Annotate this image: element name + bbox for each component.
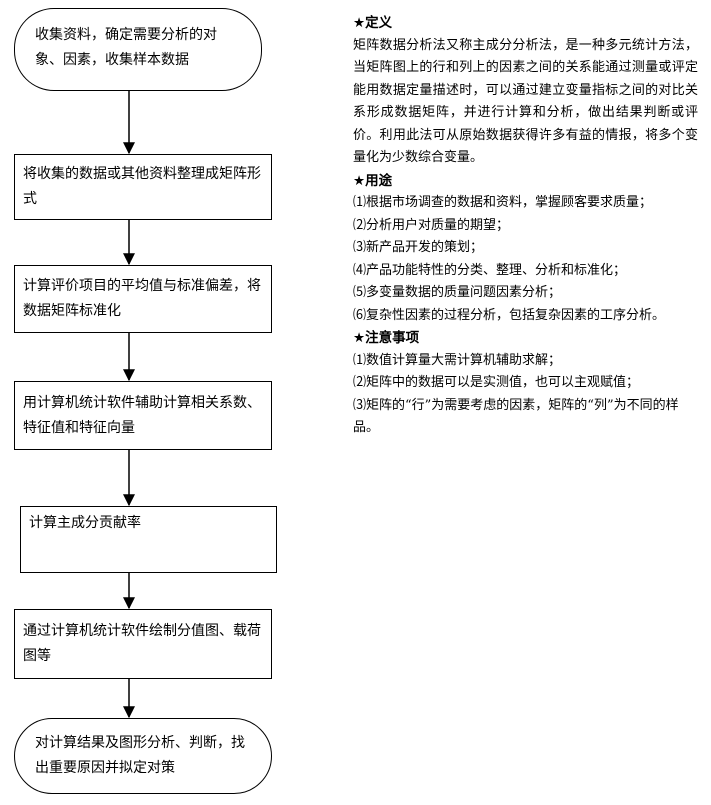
flow-node-correlation: 用计算机统计软件辅助计算相关系数、特征值和特征向量 (14, 381, 272, 450)
flow-node-plots: 通过计算机统计软件绘制分值图、载荷图等 (14, 609, 272, 679)
flow-node-analysis: 对计算结果及图形分析、判断，找出重要原因并拟定对策 (14, 718, 272, 794)
cautions-item: ⑴数值计算量大需计算机辅助求解； (353, 352, 562, 368)
flow-node-standardize: 计算评价项目的平均值与标准偏差，将数据矩阵标准化 (14, 265, 272, 333)
definition-text: 矩阵数据分析法又称主成分分析法，是一种多元统计方法，当矩阵图上的行和列上的因素之… (353, 37, 698, 166)
uses-item: ⑵分析用户对质量的期望； (353, 217, 510, 233)
uses-item: ⑸多变量数据的质量问题因素分析； (353, 285, 562, 300)
flow-node-text: 计算评价项目的平均值与标准偏差，将数据矩阵标准化 (23, 278, 261, 319)
cautions-list: ⑴数值计算量大需计算机辅助求解； ⑵矩阵中的数据可以是实测值，也可以主观赋值； … (353, 350, 698, 440)
flow-node-text: 计算主成分贡献率 (29, 515, 141, 531)
cautions-heading: ★注意事项 (353, 330, 420, 346)
uses-item: ⑹复杂性因素的过程分析，包括复杂因素的工序分析。 (353, 307, 666, 323)
flow-node-text: 用计算机统计软件辅助计算相关系数、特征值和特征向量 (23, 394, 261, 436)
uses-item: ⑶新产品开发的策划； (353, 240, 484, 255)
notes-panel: ★定义 矩阵数据分析法又称主成分分析法，是一种多元统计方法，当矩阵图上的行和列上… (353, 12, 698, 440)
uses-item: ⑷产品功能特性的分类、整理、分析和标准化； (353, 262, 627, 278)
uses-list: ⑴根据市场调查的数据和资料，掌握顾客要求质量； ⑵分析用户对质量的期望； ⑶新产… (353, 192, 698, 327)
definition-heading: ★定义 (353, 15, 393, 31)
flow-node-text: 收集资料，确定需要分析的对象、因素，收集样本数据 (35, 27, 217, 68)
uses-heading: ★用途 (353, 172, 393, 189)
flow-node-collect-data: 收集资料，确定需要分析的对象、因素，收集样本数据 (14, 8, 262, 91)
flow-node-contribution: 计算主成分贡献率 (20, 506, 277, 573)
flow-node-text: 对计算结果及图形分析、判断，找出重要原因并拟定对策 (35, 735, 245, 776)
flow-node-text: 通过计算机统计软件绘制分值图、载荷图等 (23, 623, 261, 664)
uses-item: ⑴根据市场调查的数据和资料，掌握顾客要求质量； (353, 195, 653, 210)
flow-node-text: 将收集的数据或其他资料整理成矩阵形式 (23, 166, 261, 207)
flow-node-matrix-form: 将收集的数据或其他资料整理成矩阵形式 (14, 154, 272, 220)
cautions-item: ⑶矩阵的“行”为需要考虑的因素，矩阵的“列”为不同的样品。 (353, 397, 679, 436)
cautions-item: ⑵矩阵中的数据可以是实测值，也可以主观赋值； (353, 375, 640, 390)
